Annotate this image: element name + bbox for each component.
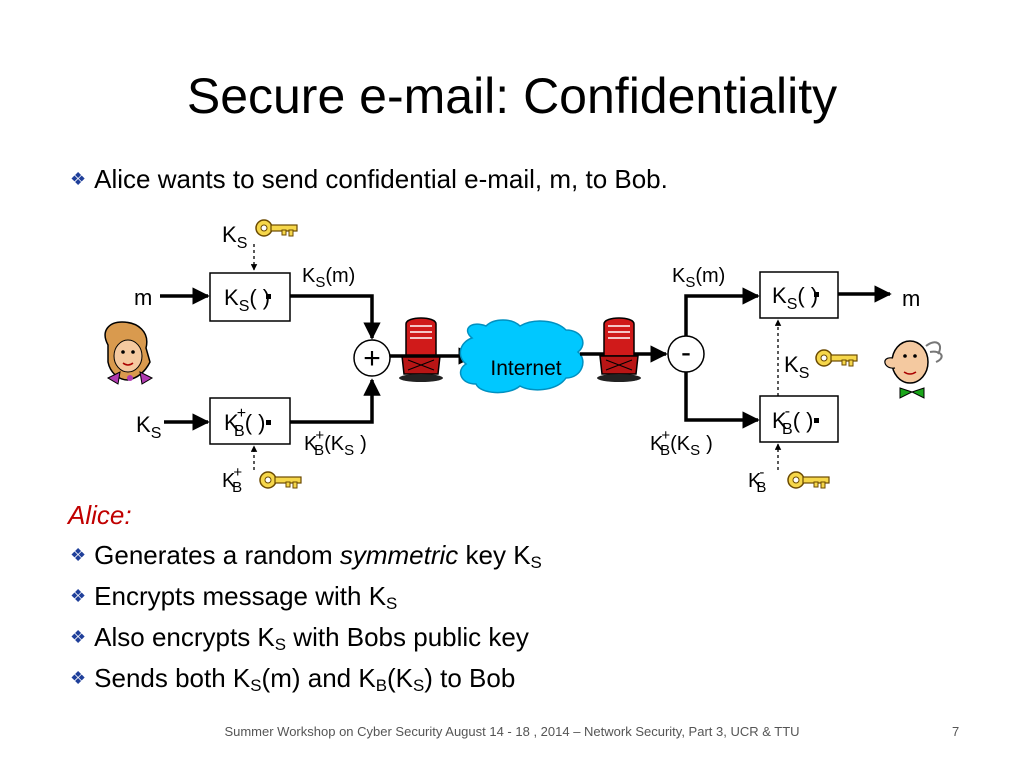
diamond-bullet-icon: ❖	[70, 586, 87, 606]
kb-key-label: K+B	[222, 464, 242, 496]
router-icon	[596, 317, 642, 383]
ks-encrypt-label: KS( )	[224, 285, 270, 315]
page-number: 7	[952, 724, 960, 739]
arrow-ksm-to-plus	[290, 294, 381, 340]
ks-recovered-label: KS	[784, 352, 809, 382]
diamond-bullet-icon: ❖	[70, 545, 87, 565]
ks-decrypt-label: KS( )	[772, 283, 818, 313]
alice-bullet-2: ❖Encrypts message with KS	[70, 581, 398, 614]
key-icon	[255, 219, 298, 237]
ks-encrypt-box	[209, 272, 291, 322]
key-icon	[787, 471, 830, 489]
arrow-minus-to-kb-decrypt	[684, 372, 760, 429]
kb-private-key-label: K-B	[748, 464, 766, 496]
kb-public-encrypt-box	[209, 397, 291, 445]
alice-figure-icon	[104, 321, 154, 385]
plus-symbol: +	[363, 342, 381, 375]
alice-bullet-4: ❖Sends both KS(m) and KB(KS) to Bob	[70, 663, 516, 696]
arrow-minus-to-ks-decrypt	[684, 287, 760, 336]
placeholder-dot	[266, 420, 271, 425]
ks-m-right-label: KS(m)	[672, 265, 725, 291]
key-icon	[815, 349, 858, 367]
diamond-bullet-icon: ❖	[70, 627, 87, 647]
ks-top-label: KS	[222, 222, 247, 252]
internet-label: Internet	[490, 357, 561, 380]
alice-heading: Alice:	[68, 500, 132, 530]
encryption-diagram: m KS KS( ) KS(m) + KS K+B( ) K+B(KS) K+B…	[104, 219, 943, 496]
kb-ks-right-label: K+B(KS)	[650, 427, 713, 459]
key-icon	[259, 471, 302, 489]
slide-title: Secure e-mail: Confidentiality	[186, 68, 838, 124]
bob-figure-icon	[884, 340, 943, 399]
m-right-label: m	[902, 286, 920, 311]
ks-input-label: KS	[136, 412, 161, 442]
kb-ks-left-label: K+B(KS)	[304, 427, 367, 459]
placeholder-dot	[266, 294, 271, 299]
alice-bullet-3: ❖Also encrypts KS with Bobs public key	[70, 622, 529, 655]
internet-cloud-icon	[459, 319, 584, 394]
kb-private-decrypt-box	[759, 395, 839, 443]
arrow-kbks-to-plus	[290, 378, 381, 424]
router-icon	[398, 317, 444, 383]
minus-symbol: -	[681, 336, 691, 369]
diamond-bullet-icon: ❖	[70, 169, 87, 189]
footer-text: Summer Workshop on Cyber Security August…	[224, 724, 800, 739]
ks-m-left-label: KS(m)	[302, 265, 355, 291]
intro-text: Alice wants to send confidential e-mail,…	[94, 164, 668, 194]
intro-bullet: ❖ Alice wants to send confidential e-mail…	[70, 163, 668, 195]
alice-bullet-1: ❖Generates a random symmetric key KS	[70, 540, 542, 573]
placeholder-dot	[814, 418, 819, 423]
ks-decrypt-box	[759, 271, 839, 319]
placeholder-dot	[814, 292, 819, 297]
combine-plus-circle	[353, 339, 391, 377]
kb-public-encrypt-label: K+B( )	[224, 405, 265, 440]
m-left-label: m	[134, 285, 152, 310]
diamond-bullet-icon: ❖	[70, 668, 87, 688]
kb-private-decrypt-label: K-B( )	[772, 403, 813, 438]
